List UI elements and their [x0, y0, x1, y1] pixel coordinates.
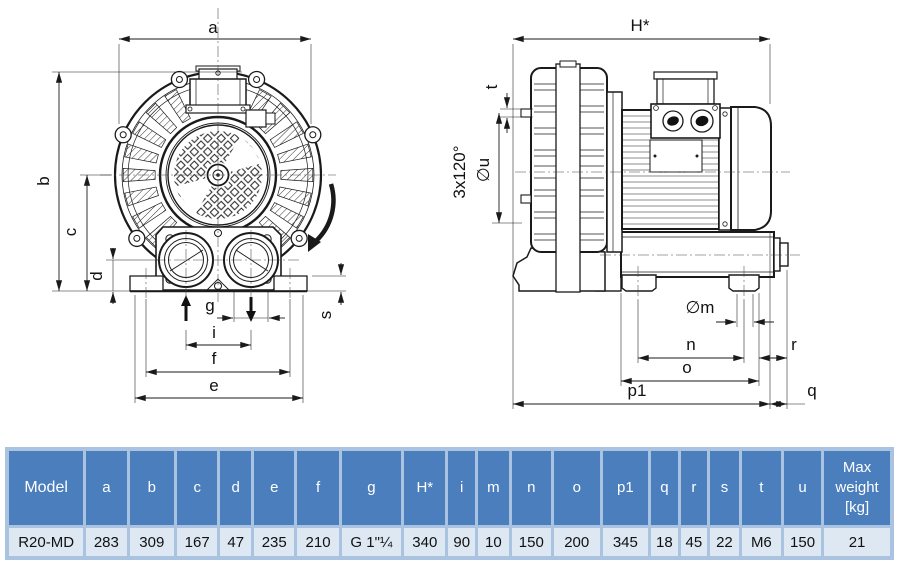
- cell-max-weight: 21: [824, 528, 890, 556]
- dim-label-o: o: [682, 358, 691, 377]
- col-header-u: u: [783, 451, 822, 525]
- col-header-t: t: [741, 451, 781, 525]
- cell-n: 150: [511, 528, 551, 556]
- cell-c: 167: [177, 528, 218, 556]
- col-header-c: c: [177, 451, 218, 525]
- dim-label-t: t: [482, 84, 501, 89]
- col-header-s: s: [710, 451, 739, 525]
- dim-label-e: e: [209, 376, 218, 395]
- rotation-arrow-icon: [308, 183, 336, 252]
- inlet-arrow-icon: [181, 295, 191, 321]
- col-header-max-weight: Max weight [kg]: [824, 451, 890, 525]
- cell-q: 18: [651, 528, 678, 556]
- dim-label-b: b: [34, 176, 53, 185]
- header-row: Model a b c d e f g H* i m n o p1 q r s …: [9, 451, 890, 525]
- dim-label-g: g: [205, 296, 214, 315]
- dim-label-m: ∅m: [686, 298, 715, 317]
- col-header-m: m: [477, 451, 509, 525]
- col-header-r: r: [680, 451, 708, 525]
- terminal-box-side: [650, 71, 721, 139]
- cell-o: 200: [553, 528, 600, 556]
- dim-label-f: f: [212, 349, 217, 368]
- cell-b: 309: [129, 528, 175, 556]
- col-header-p1: p1: [602, 451, 649, 525]
- col-header-e: e: [254, 451, 295, 525]
- cell-p1: 345: [602, 528, 649, 556]
- dim-label-r: r: [791, 335, 797, 354]
- base-plate: [129, 268, 308, 299]
- dim-label-s: s: [316, 311, 335, 320]
- dim-label-i: i: [212, 323, 216, 342]
- col-header-H: H*: [404, 451, 446, 525]
- cell-f: 210: [297, 528, 339, 556]
- dimensions-table-wrap: Model a b c d e f g H* i m n o p1 q r s …: [5, 447, 894, 560]
- housing-side: [520, 60, 608, 293]
- silencer: [620, 231, 789, 292]
- col-header-a: a: [86, 451, 127, 525]
- dim-label-q: q: [807, 381, 816, 400]
- cell-u: 150: [783, 528, 822, 556]
- col-header-g: g: [341, 451, 402, 525]
- dim-label-H: H*: [631, 16, 650, 35]
- cell-m: 10: [477, 528, 509, 556]
- fan-cover: [730, 106, 772, 231]
- cell-H: 340: [404, 528, 446, 556]
- dim-label-p1: p1: [628, 381, 647, 400]
- dim-label-n: n: [686, 335, 695, 354]
- col-header-f: f: [297, 451, 339, 525]
- front-view: a b c d e f i g: [34, 8, 346, 403]
- col-header-n: n: [511, 451, 551, 525]
- cell-e: 235: [254, 528, 295, 556]
- dim-label-a: a: [208, 18, 218, 37]
- col-header-o: o: [553, 451, 600, 525]
- col-header-model: Model: [9, 451, 84, 525]
- cell-d: 47: [220, 528, 252, 556]
- dim-label-c: c: [61, 227, 80, 236]
- dim-label-angle: 3x120°: [450, 145, 469, 198]
- dim-label-d: d: [87, 271, 106, 280]
- cell-i: 90: [448, 528, 475, 556]
- cell-model: R20-MD: [9, 528, 84, 556]
- cell-a: 283: [86, 528, 127, 556]
- col-header-q: q: [651, 451, 678, 525]
- side-view: H* t ∅u 3x120° ∅m n r o p1: [450, 16, 817, 409]
- cell-r: 45: [680, 528, 708, 556]
- col-header-d: d: [220, 451, 252, 525]
- cell-t: M6: [741, 528, 781, 556]
- dimensions-table: Model a b c d e f g H* i m n o p1 q r s …: [5, 447, 894, 560]
- col-header-b: b: [129, 451, 175, 525]
- table-row: R20-MD 283 309 167 47 235 210 G 1"¼ 340 …: [9, 528, 890, 556]
- cell-s: 22: [710, 528, 739, 556]
- outlet-arrow-icon: [246, 297, 256, 322]
- cell-g: G 1"¼: [341, 528, 402, 556]
- col-header-i: i: [448, 451, 475, 525]
- cable-gland-front: [245, 109, 276, 128]
- technical-drawing: a b c d e f i g: [34, 8, 817, 409]
- mounting-lugs: [114, 70, 322, 248]
- dim-label-u: ∅u: [474, 158, 493, 182]
